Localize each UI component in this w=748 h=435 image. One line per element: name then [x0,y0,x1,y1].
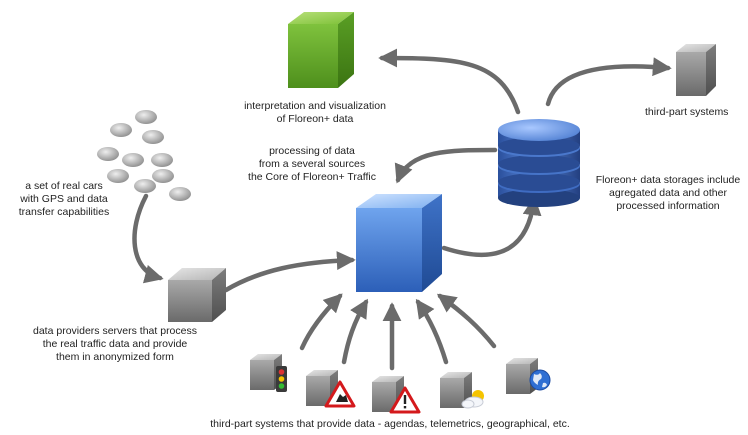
car-dot-icon [97,147,119,161]
car-dot-icon [110,123,132,137]
core-label-line: processing of data [269,145,355,157]
data-providers-label-line: the real traffic data and provide [42,338,188,350]
data-providers-label-line: data providers servers that process [33,325,197,337]
database-storage-icon [498,119,580,207]
arrow-source5-to-core [436,293,497,349]
source-globe-server [506,358,551,394]
cars-group [97,110,191,201]
data-sources-label-line: third-part systems that provide data - a… [210,418,570,430]
car-dot-icon [134,179,156,193]
storage-label: Floreon+ data storages include agregated… [588,174,748,213]
third-party-server-icon [676,44,716,96]
storage-label-line: Floreon+ data storages include [595,174,741,186]
arrow-db-to-viz [378,48,521,115]
core-processing-cube-icon [356,194,442,292]
globe-icon [529,369,551,391]
traffic-light-icon [276,366,287,392]
visualization-label: interpretation and visualization of Flor… [230,100,400,126]
car-dot-icon [135,110,157,124]
data-provider-server-icon [168,268,226,322]
data-providers-label: data providers servers that process the … [10,325,220,364]
car-dot-icon [151,153,173,167]
visualization-label-line: of Floreon+ data [276,113,354,125]
visualization-label-line: interpretation and visualization [244,100,386,112]
source-weather-server [440,372,484,409]
arrow-provider-to-core [223,251,356,293]
warning-sign-icon [389,386,421,414]
arrow-source1-to-core [299,293,343,351]
arrow-db-to-thirdparty [545,57,672,107]
cars-label-line: transfer capabilities [18,206,110,218]
cars-label-line: a set of real cars [25,180,103,192]
car-dot-icon [107,169,129,183]
source-traffic-light-server [250,354,287,392]
weather-icon [461,390,484,409]
arrow-source4-to-core [415,298,449,365]
source-roadworks-server [306,370,356,408]
car-dot-icon [152,169,174,183]
core-label-line: from a several sources [258,158,366,170]
visualization-cube-icon [288,12,354,88]
car-dot-icon [142,130,164,144]
car-dot-icon [122,153,144,167]
cars-label: a set of real cars with GPS and data tra… [4,180,124,219]
arrow-source2-to-core [341,298,369,365]
storage-label-line: agregated data and other [609,187,727,199]
arrow-core-to-db [441,196,542,258]
third-party-systems-label: third-part systems [645,106,748,119]
road-works-sign-icon [324,380,356,408]
car-dot-icon [169,187,191,201]
core-label-line: the Core of Floreon+ Traffic [248,171,376,183]
third-party-systems-label-line: third-part systems [645,106,729,118]
cars-label-line: with GPS and data [20,193,108,205]
storage-label-line: processed information [616,200,720,212]
core-label: processing of data from a several source… [232,145,392,184]
source-warning-server [372,376,421,414]
arrow-db-to-core [394,147,498,184]
data-sources-label: third-part systems that provide data - a… [170,418,610,431]
arrow-cars-to-provider [132,193,164,284]
data-providers-label-line: them in anonymized form [56,351,174,363]
